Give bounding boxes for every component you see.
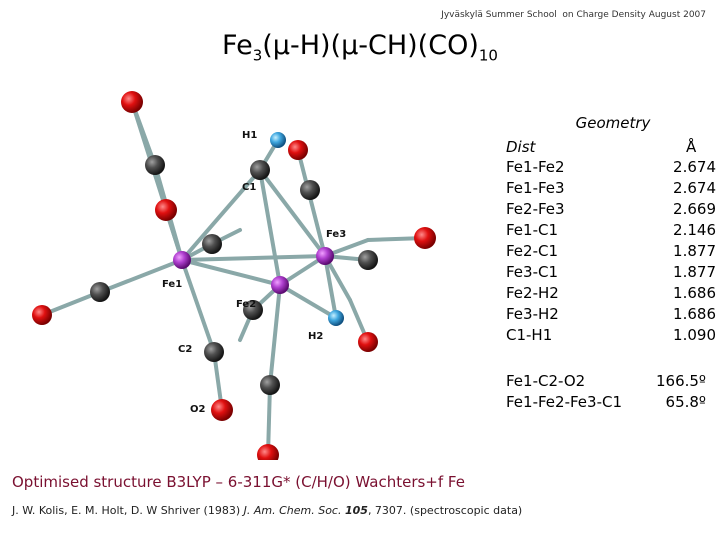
- reference-pages: , 7307. (spectroscopic data): [367, 504, 523, 517]
- label-fe2: Fe2: [236, 299, 256, 310]
- bond-label: Fe1-Fe2: [506, 158, 565, 176]
- bond-label: Fe1-Fe3: [506, 179, 565, 197]
- label-h1: H1: [242, 130, 257, 141]
- label-c1: C1: [242, 182, 256, 193]
- oxygen-atom: [414, 227, 436, 249]
- angle-label: Fe1-C2-O2: [506, 372, 586, 390]
- angle-value: 166.5º: [655, 372, 706, 390]
- geometry-row: Fe2-C1 1.877: [506, 242, 716, 262]
- oxygen-atom: [155, 199, 177, 221]
- angle-row: Fe1-C2-O2 166.5º: [506, 372, 706, 393]
- geometry-row: Fe2-H2 1.686: [506, 284, 716, 304]
- bond-label: Fe2-Fe3: [506, 200, 565, 218]
- geometry-row: Fe3-H2 1.686: [506, 305, 716, 325]
- iron-atom-fe3: [316, 247, 334, 265]
- bond-distance: 1.877: [673, 242, 716, 260]
- title-fe: Fe: [222, 30, 253, 61]
- label-h2: H2: [308, 331, 323, 342]
- reference-authors: J. W. Kolis, E. M. Holt, D. W Shriver (1…: [12, 504, 244, 517]
- dist-header: Dist: [506, 138, 536, 156]
- carbon-atom: [243, 300, 263, 320]
- atom-labels: H1 C1 Fe3 Fe1 Fe2 H2 C2 O2: [162, 130, 346, 415]
- angle-value: 65.8º: [665, 393, 706, 411]
- carbon-atom: [260, 375, 280, 395]
- title-ligands: (μ-H)(μ-CH)(CO): [262, 30, 479, 61]
- bond-label: Fe2-H2: [506, 284, 559, 302]
- label-o2: O2: [190, 404, 206, 415]
- bond-distance: 1.686: [673, 284, 716, 302]
- bond-label: Fe3-H2: [506, 305, 559, 323]
- geometry-row: C1-H1 1.090: [506, 326, 716, 346]
- label-fe1: Fe1: [162, 279, 182, 290]
- angle-row: Fe1-Fe2-Fe3-C1 65.8º: [506, 393, 706, 414]
- geometry-title: Geometry: [575, 114, 651, 132]
- bond-distance: 2.674: [673, 179, 716, 197]
- conference-header: Jyväskylä Summer School on Charge Densit…: [441, 10, 706, 20]
- bonds: [40, 100, 427, 457]
- hydrogen-atom-h1: [270, 132, 286, 148]
- method-caption: Optimised structure B3LYP – 6-311G* (C/H…: [12, 473, 465, 491]
- oxygen-atom: [32, 305, 52, 325]
- title-sub-3: 3: [252, 46, 263, 65]
- angle-label: Fe1-Fe2-Fe3-C1: [506, 393, 622, 411]
- hydrogen-atom-h2: [328, 310, 344, 326]
- geometry-row: Fe3-C1 1.877: [506, 263, 716, 283]
- oxygen-atom-o2: [211, 399, 233, 421]
- carbon-atom: [202, 234, 222, 254]
- title-sub-10: 10: [478, 46, 498, 65]
- carbon-atom: [90, 282, 110, 302]
- oxygen-atom: [358, 332, 378, 352]
- reference-journal: J. Am. Chem. Soc.: [243, 504, 342, 517]
- reference-volume: 105: [344, 504, 368, 517]
- oxygen-atom: [257, 444, 279, 460]
- bond-label: C1-H1: [506, 326, 553, 344]
- bond-distance: 1.090: [673, 326, 716, 344]
- iron-atom-fe2: [271, 276, 289, 294]
- unit-header: Å: [686, 138, 697, 156]
- bond-distance: 2.669: [673, 200, 716, 218]
- oxygen-atom: [121, 91, 143, 113]
- carbon-atom: [300, 180, 320, 200]
- iron-atom-fe1: [173, 251, 191, 269]
- bond-distance: 2.674: [673, 158, 716, 176]
- bond-distance: 1.686: [673, 305, 716, 323]
- carbon-atom: [358, 250, 378, 270]
- bond-distance: 1.877: [673, 263, 716, 281]
- label-fe3: Fe3: [326, 229, 346, 240]
- bond-distance: 2.146: [673, 221, 716, 239]
- carbon-atom-c1: [250, 160, 270, 180]
- geometry-row: Fe1-Fe2 2.674: [506, 158, 716, 178]
- angles-table: Fe1-C2-O2 166.5º Fe1-Fe2-Fe3-C1 65.8º: [506, 372, 706, 414]
- bond-label: Fe2-C1: [506, 242, 559, 260]
- slide-title: Fe3(μ-H)(μ-CH)(CO)10: [0, 30, 720, 64]
- oxygen-atom: [288, 140, 308, 160]
- geometry-row: Fe1-C1 2.146: [506, 221, 716, 241]
- geometry-row: Fe1-Fe3 2.674: [506, 179, 716, 199]
- label-c2: C2: [178, 344, 192, 355]
- geometry-row: Fe2-Fe3 2.669: [506, 200, 716, 220]
- reference-caption: J. W. Kolis, E. M. Holt, D. W Shriver (1…: [12, 504, 522, 517]
- carbon-atom: [145, 155, 165, 175]
- atoms: [32, 91, 436, 460]
- carbon-atom-c2: [204, 342, 224, 362]
- molecule-diagram: H1 C1 Fe3 Fe1 Fe2 H2 C2 O2: [32, 91, 436, 460]
- bond-label: Fe3-C1: [506, 263, 559, 281]
- bond-label: Fe1-C1: [506, 221, 559, 239]
